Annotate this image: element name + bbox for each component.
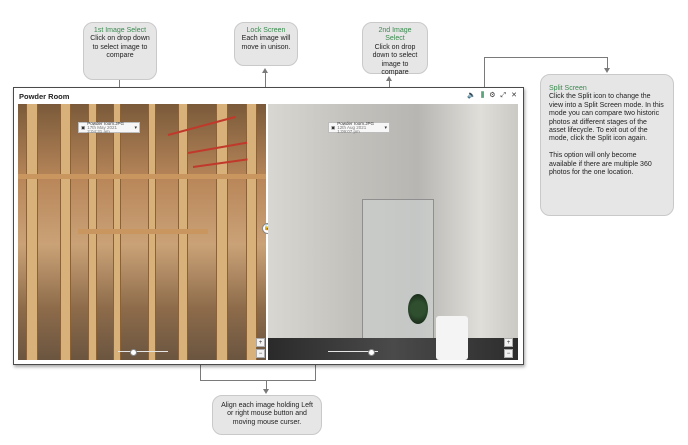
arrow-lock bbox=[262, 68, 268, 73]
left-image-pane[interactable]: ▣ Powder room.JPG 17th May 2021 2:04:31 … bbox=[18, 104, 268, 360]
arrow-align bbox=[263, 389, 269, 394]
callout-title: Lock Screen bbox=[246, 27, 286, 34]
second-image-select[interactable]: ▣ Powder room.JPG 12th Aug 2021 1:09:07 … bbox=[328, 121, 390, 134]
zoom-out-button[interactable]: − bbox=[504, 349, 513, 358]
connector-align-l bbox=[200, 356, 201, 380]
callout-body: Each image will move in unison. bbox=[241, 35, 291, 51]
zoom-in-button[interactable]: + bbox=[504, 338, 513, 347]
connector-split-v2 bbox=[607, 57, 608, 69]
settings-icon[interactable]: ⚙ bbox=[489, 92, 496, 99]
split-icon[interactable]: ⫼ bbox=[481, 92, 485, 99]
plant bbox=[408, 294, 428, 324]
file-date: 17th May 2021 2:04:31 am bbox=[87, 125, 118, 134]
right-image-pane[interactable]: ▣ Powder room.JPG 12th Aug 2021 1:09:07 … bbox=[268, 104, 518, 360]
first-image-select[interactable]: ▣ Powder room.JPG 17th May 2021 2:04:31 … bbox=[78, 121, 140, 134]
callout-body: Click the Split icon to change the view … bbox=[549, 93, 664, 143]
connector-align-r bbox=[315, 356, 316, 380]
pan-slider[interactable] bbox=[328, 349, 378, 356]
connector-align-h bbox=[200, 380, 316, 381]
callout-note: This option will only become available i… bbox=[549, 152, 652, 177]
shower-screen bbox=[362, 199, 434, 351]
slider-knob[interactable] bbox=[368, 349, 375, 356]
file-name: Powder room.JPG bbox=[87, 121, 125, 126]
callout-body: Click on drop down to select image to co… bbox=[90, 35, 150, 60]
pan-slider[interactable] bbox=[118, 349, 168, 356]
volume-icon[interactable]: 🔈 bbox=[467, 92, 476, 99]
arrow-split bbox=[604, 68, 610, 73]
close-icon[interactable]: ✕ bbox=[511, 92, 517, 99]
first-image-callout: 1st Image Select Click on drop down to s… bbox=[83, 22, 157, 80]
second-image-callout: 2nd Image Select Click on drop down to s… bbox=[362, 22, 428, 77]
callout-body: Align each image holding Left or right m… bbox=[221, 402, 313, 426]
chevron-down-icon: ▾ bbox=[384, 124, 387, 131]
arrow-second-image bbox=[386, 76, 392, 81]
zoom-out-button[interactable]: − bbox=[256, 349, 265, 358]
chevron-down-icon: ▾ bbox=[134, 124, 137, 131]
viewer-window: Powder Room 🔈 ⫼ ⚙ ⤢ ✕ ▣ Powder room.JPG … bbox=[13, 87, 524, 365]
toilet bbox=[436, 316, 468, 360]
align-callout: Align each image holding Left or right m… bbox=[212, 395, 322, 435]
split-screen-callout: Split Screen Click the Split icon to cha… bbox=[540, 74, 674, 216]
slider-knob[interactable] bbox=[130, 349, 137, 356]
callout-title: Split Screen bbox=[549, 85, 587, 92]
file-date: 12th Aug 2021 1:09:07 pm bbox=[337, 125, 367, 134]
zoom-in-button[interactable]: + bbox=[256, 338, 265, 347]
window-title: Powder Room bbox=[19, 92, 70, 101]
file-name: Powder room.JPG bbox=[337, 121, 375, 126]
callout-body: Click on drop down to select image to co… bbox=[372, 43, 418, 77]
image-file-icon: ▣ bbox=[331, 124, 336, 130]
image-file-icon: ▣ bbox=[81, 124, 86, 130]
callout-title: 2nd Image Select bbox=[378, 27, 412, 43]
lock-screen-callout: Lock Screen Each image will move in unis… bbox=[234, 22, 298, 66]
toolbar: 🔈 ⫼ ⚙ ⤢ ✕ bbox=[467, 92, 517, 100]
expand-icon[interactable]: ⤢ bbox=[500, 92, 507, 99]
connector-split-h bbox=[484, 57, 608, 58]
floor bbox=[268, 338, 518, 360]
connector-align-down bbox=[266, 380, 267, 390]
callout-title: 1st Image Select bbox=[93, 27, 147, 34]
connector-split-v1 bbox=[484, 57, 485, 93]
